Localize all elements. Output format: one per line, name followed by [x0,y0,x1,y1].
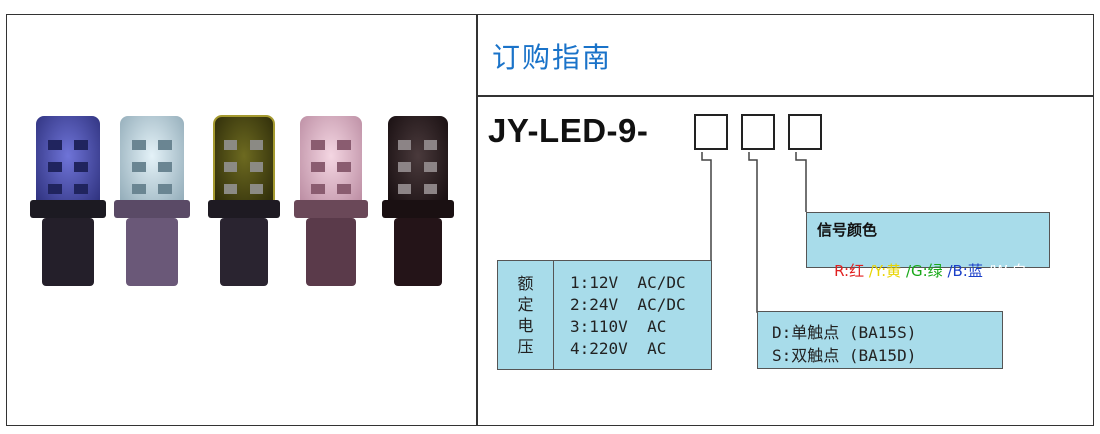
lamp-white [114,116,190,286]
model-code: JY-LED-9- [488,112,649,149]
color-name-white: 白 [1011,262,1027,280]
color-name-red: 红 [849,262,865,280]
voltage-label-char: 额 [517,274,534,293]
lamp-black [382,116,454,286]
outer-frame [6,14,1094,426]
contact-box: D:单触点 (BA15S) S:双触点 (BA15D) [757,311,1003,369]
color-name-blue: 蓝 [967,262,983,280]
voltage-option: 3:110V AC [570,317,667,336]
voltage-label-char: 定 [517,295,534,314]
color-name-yellow: 黄 [886,262,902,280]
horizontal-divider [476,95,1094,97]
color-code-red: R: [834,262,850,280]
color-code-white: /W: [982,262,1012,280]
lamp-pink [294,116,368,286]
lamp-yellow [208,115,280,286]
signal-color-list: R:红 /Y:黄 /G:绿 /B:蓝 /W:白 [815,242,1027,299]
slot-contact [741,114,775,150]
voltage-label-char: 电 [517,316,534,335]
color-code-green: /G: [901,262,928,280]
slot-color [788,114,822,150]
product-photo [30,115,454,286]
voltage-option: 4:220V AC [570,339,667,358]
signal-color-title: 信号颜色 [817,221,878,239]
page-title: 订购指南 [492,41,613,74]
lamp-blue [30,116,106,286]
voltage-label-char: 压 [517,337,534,356]
slot-voltage [694,114,728,150]
voltage-option: 2:24V AC/DC [570,295,686,314]
vertical-divider [476,14,478,426]
voltage-box: 额 定 电 压 1:12V AC/DC 2:24V AC/DC 3:110V A… [497,260,712,370]
contact-option: D:单触点 (BA15S) [772,323,917,342]
color-code-blue: /B: [942,262,968,280]
voltage-option: 1:12V AC/DC [570,273,686,292]
color-code-yellow: /Y: [864,262,887,280]
contact-option: S:双触点 (BA15D) [772,346,917,365]
voltage-label: 额 定 电 压 [498,261,554,369]
signal-color-box: 信号颜色 R:红 /Y:黄 /G:绿 /B:蓝 /W:白 [806,212,1050,280]
color-name-green: 绿 [927,262,943,280]
